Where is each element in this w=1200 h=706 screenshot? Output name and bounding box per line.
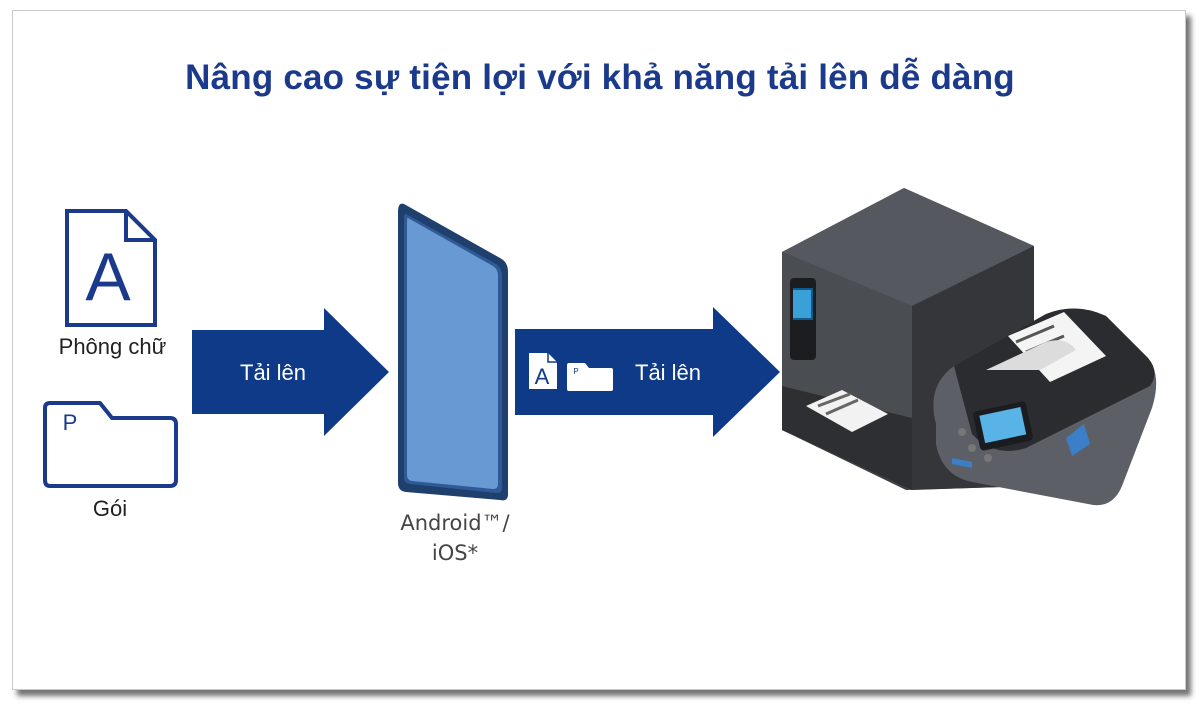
upload-arrow-2-label: Tải lên xyxy=(635,360,701,386)
smartphone-label-line2: iOS* xyxy=(380,538,530,568)
font-file-label: Phông chữ xyxy=(30,334,195,360)
smartphone-label-line1: Android™/ xyxy=(380,508,530,538)
smartphone-icon xyxy=(396,202,514,504)
mini-folder-icon: P xyxy=(566,362,614,392)
mini-font-glyph: A xyxy=(535,364,550,389)
page-title: Nâng cao sự tiện lợi với khả năng tải lê… xyxy=(0,58,1200,98)
mini-font-file-icon: A xyxy=(528,352,558,390)
package-folder-icon: P xyxy=(40,400,180,490)
package-folder-label: Gói xyxy=(30,496,190,522)
smartphone-label: Android™/ iOS* xyxy=(380,508,530,568)
upload-arrow-1-label: Tải lên xyxy=(240,360,306,386)
font-file-glyph: A xyxy=(85,239,131,315)
package-folder-glyph: P xyxy=(63,410,78,435)
font-file-icon: A xyxy=(64,208,158,328)
mini-folder-glyph: P xyxy=(573,367,578,376)
printer-icon xyxy=(776,186,1166,522)
